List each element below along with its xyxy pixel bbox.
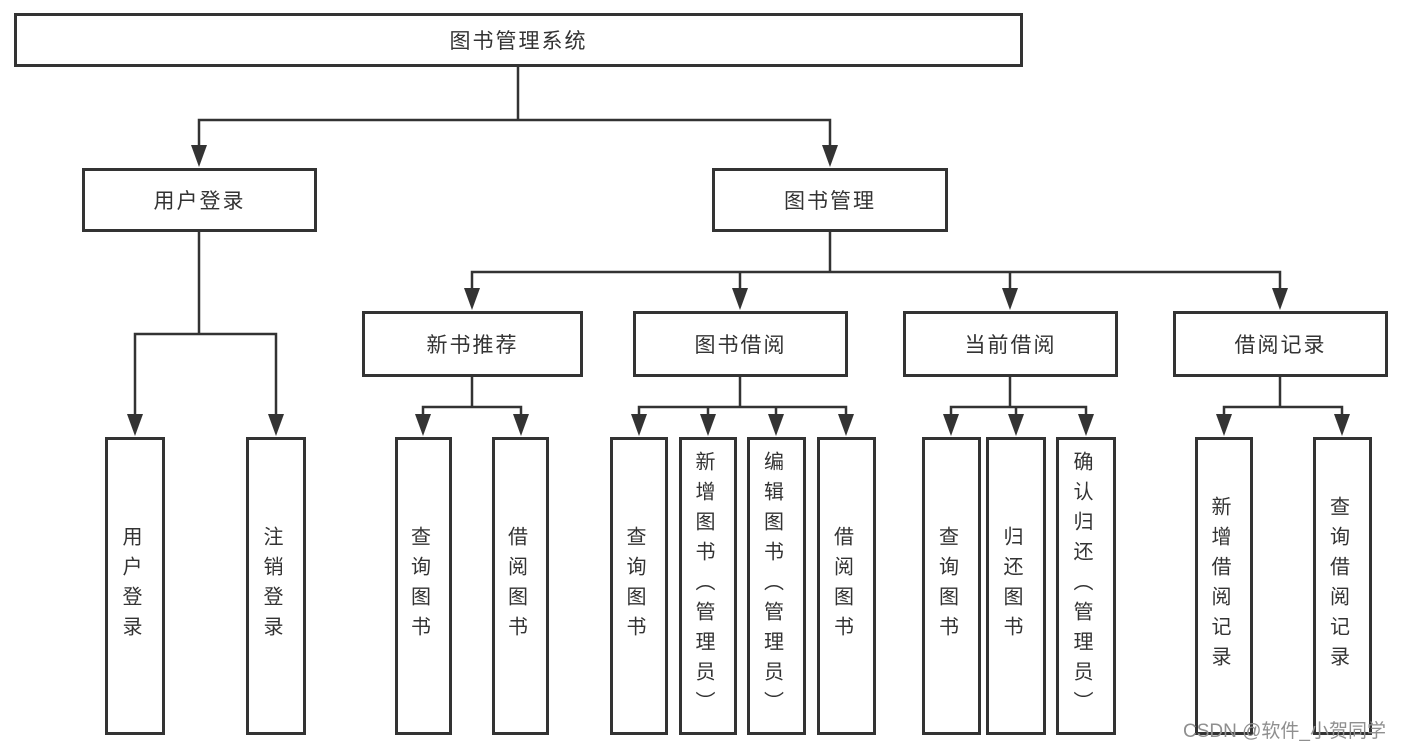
leaf-borrow-books-borrowing: 借阅图书: [817, 437, 876, 735]
leaf-borrow-books-recommend: 借阅图书: [492, 437, 549, 735]
leaf-user-login: 用户登录: [105, 437, 165, 735]
node-label: 注销登录: [260, 526, 282, 646]
leaf-query-books-recommend: 查询图书: [395, 437, 452, 735]
node-label: 查询图书: [407, 526, 430, 646]
node-user-login: 用户登录: [82, 168, 317, 232]
node-label: 新增借阅记录: [1208, 496, 1230, 676]
node-label: 新增图书（管理员）: [692, 451, 714, 721]
node-root: 图书管理系统: [14, 13, 1023, 67]
leaf-query-borrow-record: 查询借阅记录: [1313, 437, 1372, 735]
node-label: 用户登录: [119, 526, 141, 646]
node-label: 查询图书: [623, 526, 645, 646]
node-label: 编辑图书（管理员）: [760, 451, 783, 721]
leaf-edit-book-admin: 编辑图书（管理员）: [747, 437, 806, 735]
node-label: 查询图书: [935, 526, 958, 646]
node-label: 借阅图书: [504, 526, 527, 646]
node-label: 图书管理: [784, 190, 876, 213]
node-new-book-recommend: 新书推荐: [362, 311, 583, 377]
node-book-borrowing: 图书借阅: [633, 311, 848, 377]
node-label: 新书推荐: [426, 334, 519, 357]
leaf-query-books-current: 查询图书: [922, 437, 981, 735]
node-label: 图书借阅: [694, 334, 787, 357]
leaf-logout: 注销登录: [246, 437, 306, 735]
node-label: 借阅记录: [1234, 334, 1327, 357]
node-label: 当前借阅: [964, 334, 1057, 357]
leaf-confirm-return-admin: 确认归还（管理员）: [1056, 437, 1116, 735]
leaf-add-book-admin: 新增图书（管理员）: [679, 437, 737, 735]
node-label: 确认归还（管理员）: [1070, 451, 1092, 721]
leaf-add-borrow-record: 新增借阅记录: [1195, 437, 1253, 735]
csdn-watermark: CSDN @软件_小贺同学: [1183, 721, 1386, 742]
leaf-return-books: 归还图书: [986, 437, 1046, 735]
node-label: 用户登录: [153, 190, 246, 213]
node-borrowing-records: 借阅记录: [1173, 311, 1388, 377]
node-label: 借阅图书: [830, 526, 853, 646]
leaf-query-books-borrowing: 查询图书: [610, 437, 668, 735]
node-book-management: 图书管理: [712, 168, 948, 232]
node-current-borrowing: 当前借阅: [903, 311, 1118, 377]
node-label: 图书管理系统: [449, 30, 588, 53]
node-label: 查询借阅记录: [1326, 496, 1349, 676]
node-label: 归还图书: [1000, 526, 1022, 646]
